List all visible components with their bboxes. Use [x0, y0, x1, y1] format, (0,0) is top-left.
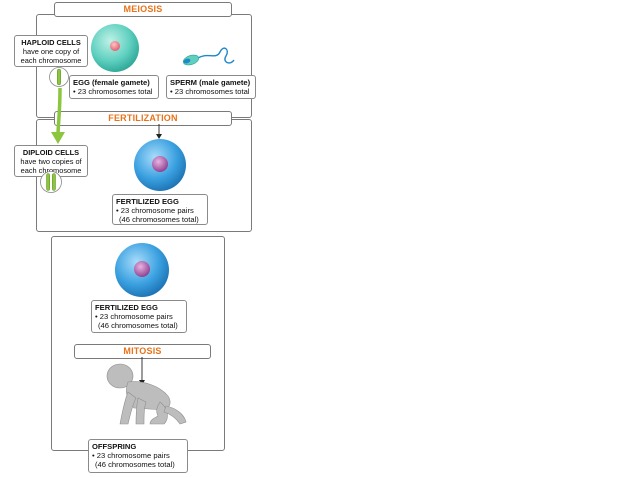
mitosis-banner: MITOSIS — [74, 344, 211, 359]
offspring-baby-icon — [106, 363, 187, 425]
haploid-title: HAPLOID CELLS — [21, 38, 81, 47]
sperm-cell-icon — [182, 47, 235, 66]
haploid-line1: have one copy of — [22, 47, 80, 56]
fertilization-banner: FERTILIZATION — [54, 111, 232, 126]
fertilized-egg-icon — [134, 139, 186, 191]
sperm-title: SPERM (male gamete) — [170, 78, 251, 87]
sperm-line1: • 23 chromosomes total — [170, 87, 250, 96]
egg-cell-icon — [91, 24, 139, 72]
sperm-label-box: SPERM (male gamete) • 23 chromosomes tot… — [166, 75, 256, 99]
offspring-line2: (46 chromosomes total) — [95, 460, 175, 469]
meiosis-banner: MEIOSIS — [54, 2, 232, 17]
offspring-title: OFFSPRING — [92, 442, 137, 451]
fertilized-egg-bottom-line1: • 23 chromosome pairs — [95, 312, 173, 321]
diploid-chromosome-icon — [40, 171, 62, 193]
mitosis-label: MITOSIS — [123, 346, 162, 356]
haploid-line2: each chromosome — [20, 56, 82, 65]
diploid-line1: have two copies of — [20, 157, 82, 166]
offspring-label-box: OFFSPRING • 23 chromosome pairs (46 chro… — [88, 439, 188, 473]
fertilized-egg-top-line1: • 23 chromosome pairs — [116, 206, 194, 215]
fertilized-egg-top-label: FERTILIZED EGG • 23 chromosome pairs (46… — [112, 194, 208, 225]
egg-title: EGG (female gamete) — [73, 78, 150, 87]
fertilized-egg-top-title: FERTILIZED EGG — [116, 197, 179, 206]
egg-line1: • 23 chromosomes total — [73, 87, 153, 96]
fertilized-egg-bottom-title: FERTILIZED EGG — [95, 303, 158, 312]
diploid-title: DIPLOID CELLS — [22, 148, 80, 157]
meiosis-label: MEIOSIS — [123, 4, 163, 14]
offspring-line1: • 23 chromosome pairs — [92, 451, 170, 460]
fertilization-label: FERTILIZATION — [108, 113, 178, 123]
fertilized-egg-bottom-label: FERTILIZED EGG • 23 chromosome pairs (46… — [91, 300, 187, 333]
egg-label-box: EGG (female gamete) • 23 chromosomes tot… — [69, 75, 159, 99]
fertilization-arrow — [156, 124, 162, 139]
haploid-chromosome-icon — [49, 67, 69, 87]
haploid-label-box: HAPLOID CELLS have one copy of each chro… — [14, 35, 88, 67]
fertilized-egg-top-line2: (46 chromosomes total) — [119, 215, 199, 224]
fertilized-egg-bottom-line2: (46 chromosomes total) — [98, 321, 178, 330]
haploid-to-diploid-arrow — [51, 87, 65, 144]
fertilized-egg-bottom-icon — [115, 243, 169, 297]
diploid-line2: each chromosome — [20, 166, 82, 175]
